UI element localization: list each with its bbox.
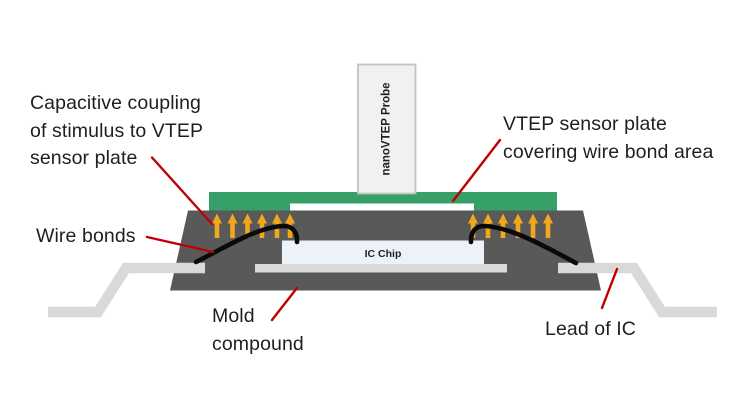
wire-bond-right — [468, 223, 579, 266]
stimulus-arrow-icon — [242, 213, 253, 238]
wire-bond-left — [193, 223, 300, 265]
stimulus-arrow-icon — [212, 213, 222, 238]
label-mold-compound: Mold compound — [212, 305, 304, 355]
stimulus-arrow-icon — [257, 213, 267, 238]
stimulus-arrow-icon — [513, 213, 523, 238]
label-vtep-sensor-plate: VTEP sensor plate covering wire bond are… — [503, 113, 714, 163]
pointer-line-capacitive-coupling — [150, 156, 214, 226]
ic-chip — [282, 240, 484, 264]
pointer-line-wire-bonds — [145, 235, 215, 254]
label-lead-of-ic: Lead of IC — [545, 318, 636, 340]
stimulus-arrow-icon — [528, 213, 538, 238]
ic-lead-left — [48, 262, 205, 318]
nanovtep-probe-label: nanoVTEP Probe — [381, 82, 393, 175]
ic-lead-right — [558, 262, 717, 318]
label-wire-bonds: Wire bonds — [36, 225, 136, 247]
pointer-line-lead-of-ic — [600, 267, 619, 310]
pointer-line-mold-compound — [270, 286, 299, 322]
label-capacitive-coupling: Capacitive coupling of stimulus to VTEP … — [30, 92, 204, 169]
stimulus-arrow-icon — [498, 213, 508, 238]
sensor-plate-gap — [290, 203, 474, 211]
stimulus-arrow-icon — [543, 213, 553, 238]
ic-chip-label: IC Chip — [365, 248, 402, 260]
pointer-line-vtep-plate — [451, 138, 502, 203]
stimulus-arrows-right — [468, 213, 553, 238]
die-pad — [255, 264, 507, 273]
nanovtep-probe — [357, 63, 417, 195]
stimulus-arrow-icon — [468, 213, 478, 238]
stimulus-arrow-icon — [227, 213, 238, 238]
